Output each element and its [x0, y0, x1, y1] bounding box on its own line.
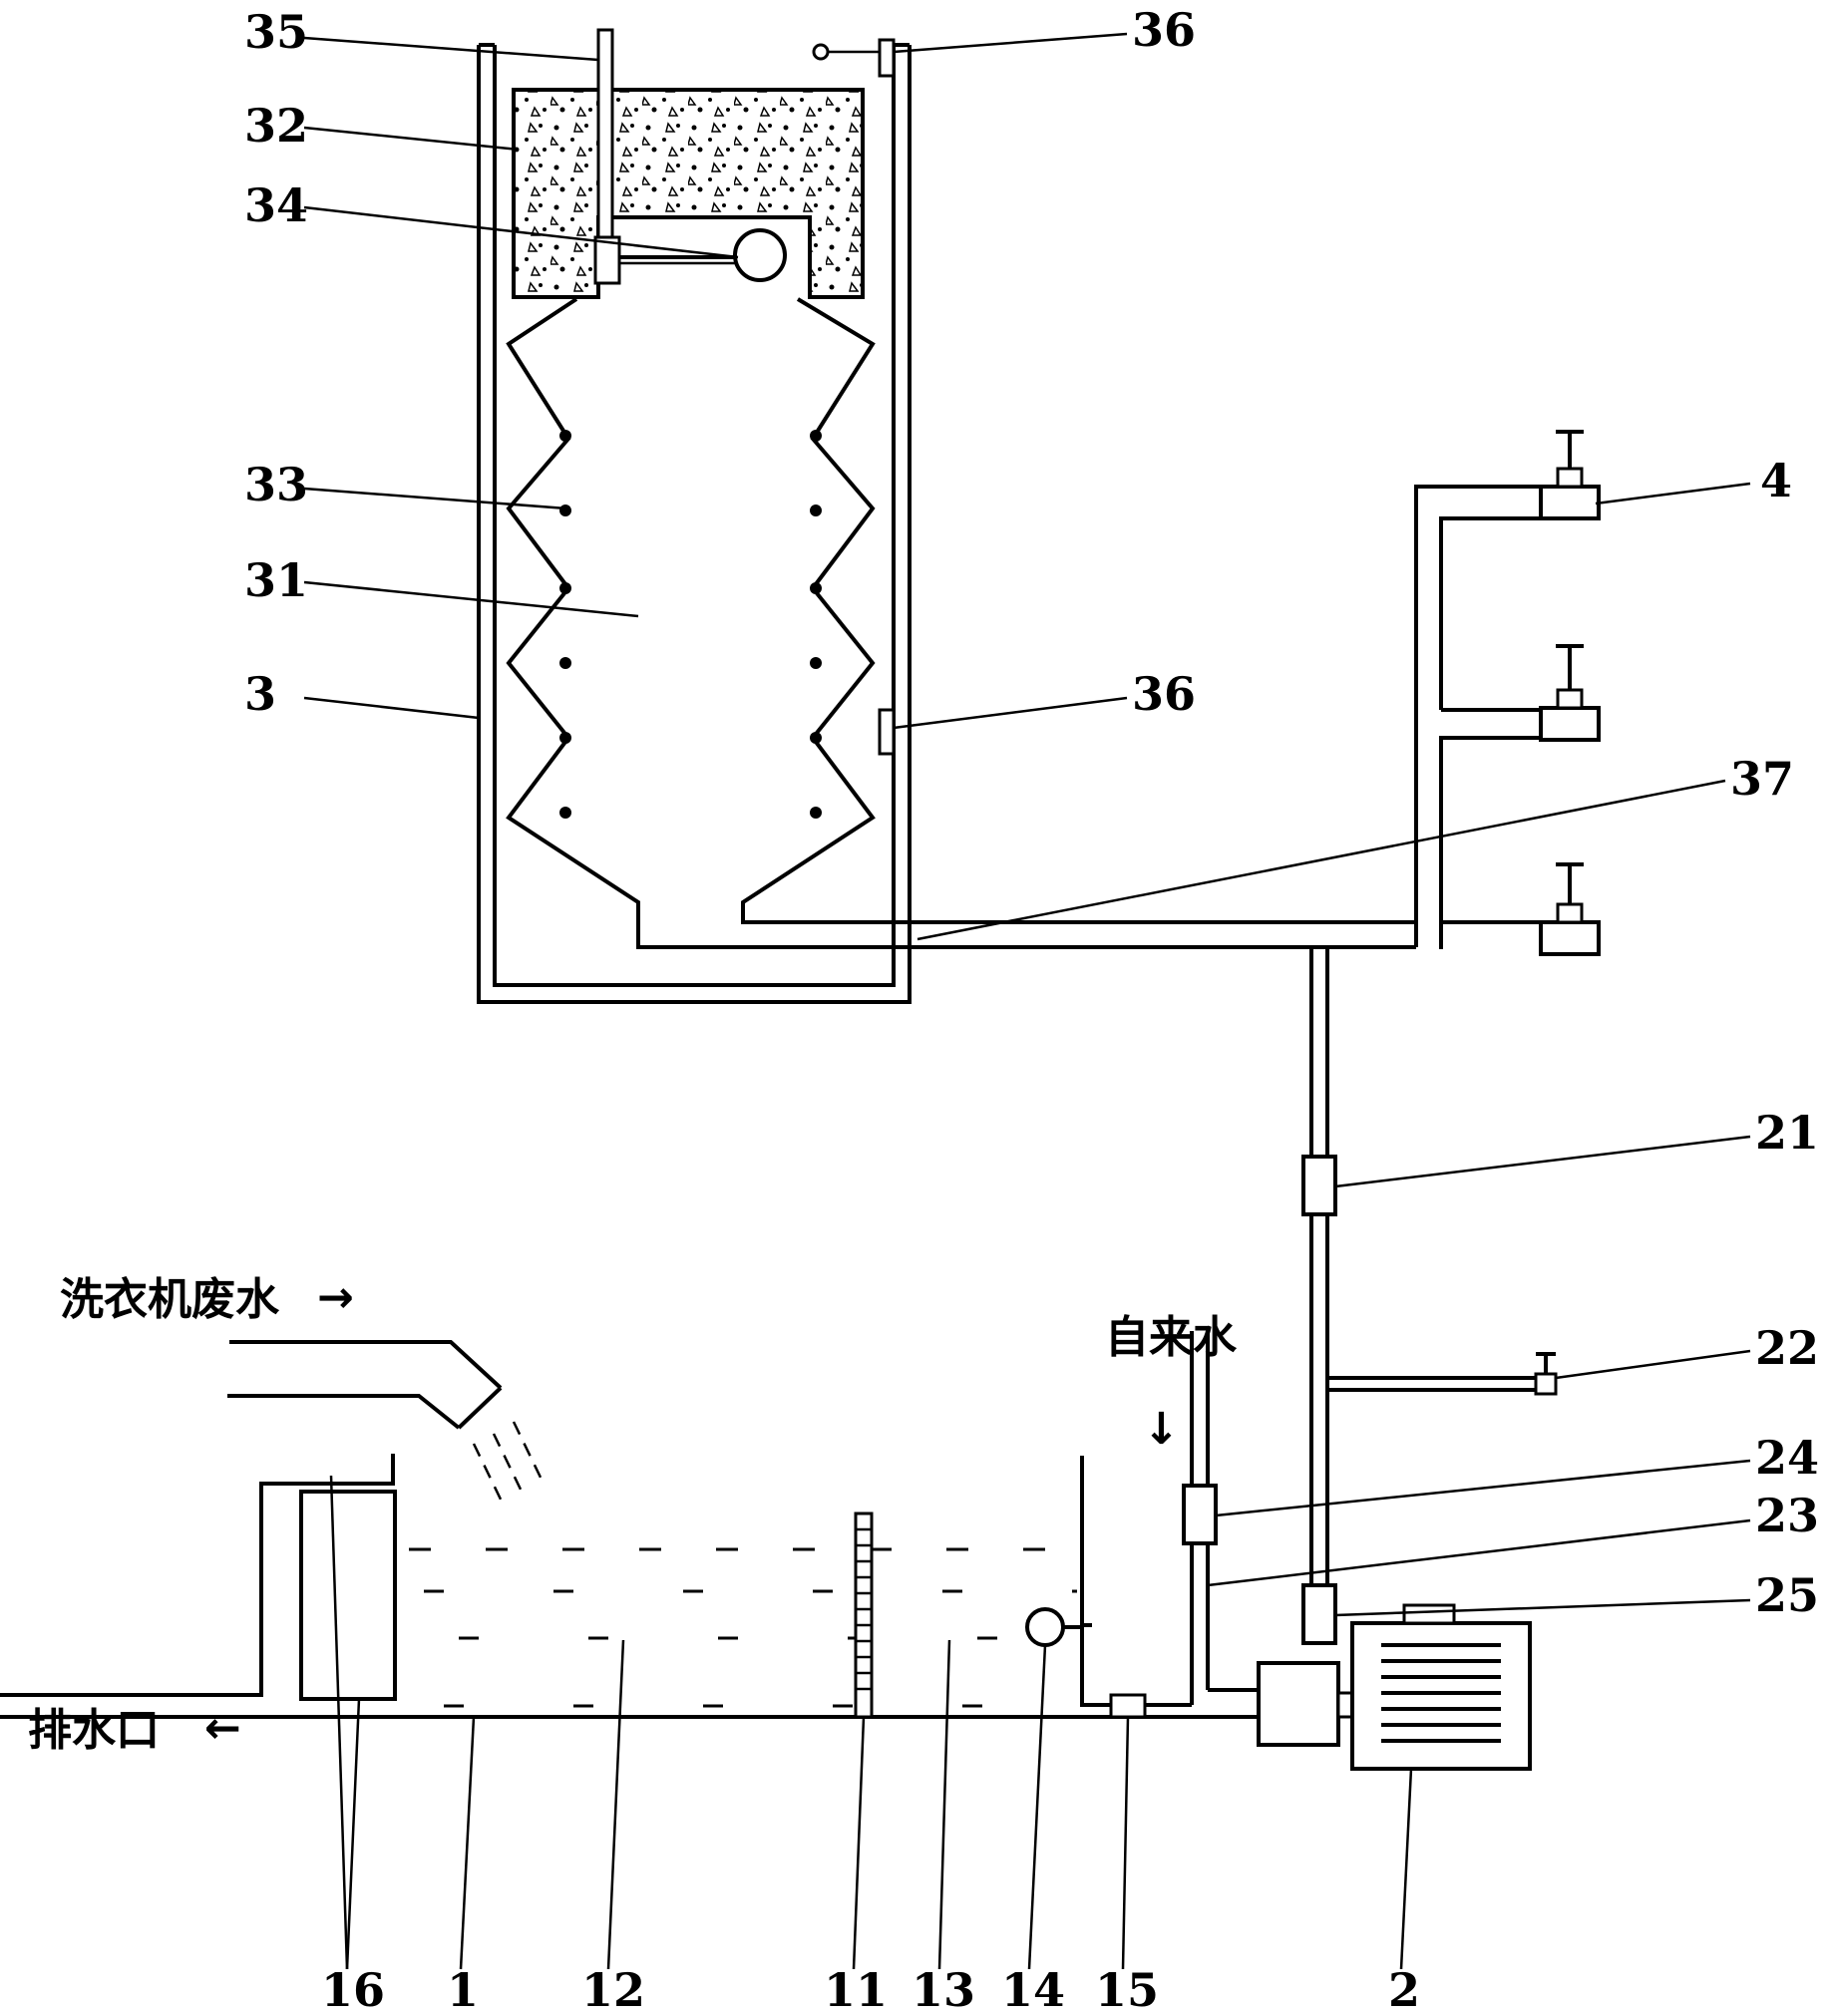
label-1: 1	[447, 1963, 479, 2016]
leader-lines	[303, 32, 1751, 1970]
filter-box-16	[299, 1490, 397, 1701]
label-34: 34	[244, 178, 308, 232]
drain-pipe	[0, 1454, 395, 1697]
tap-water-label: 自来水	[1105, 1312, 1238, 1363]
label-14: 14	[1001, 1963, 1065, 2016]
float-14	[1025, 1607, 1082, 1647]
label-13: 13	[912, 1963, 975, 2016]
label-36-top: 36	[1132, 3, 1196, 57]
water-surface	[409, 1547, 1077, 1708]
rod-35	[593, 28, 621, 285]
label-24: 24	[1755, 1431, 1819, 1485]
riser-pipe-23	[1309, 947, 1329, 1625]
label-33: 33	[244, 458, 308, 511]
valve-24	[1182, 1484, 1218, 1545]
label-22: 22	[1755, 1321, 1819, 1375]
label-21: 21	[1755, 1106, 1819, 1160]
label-15: 15	[1095, 1963, 1159, 2016]
filter-block-32	[512, 88, 865, 299]
sensor-36-side	[878, 708, 896, 756]
label-36-side: 36	[1132, 667, 1196, 721]
heating-coil-33	[506, 297, 1416, 949]
annotations: 洗衣机废水 → 自来水 ↓ 排水口 ←	[28, 1272, 1238, 1756]
valve-21	[1301, 1155, 1337, 1216]
label-3: 3	[244, 667, 276, 721]
float-34	[619, 228, 787, 282]
tap-4	[1539, 430, 1601, 956]
valve-25	[1301, 1583, 1337, 1645]
label-25: 25	[1755, 1568, 1819, 1622]
arrow-down-icon: ↓	[1143, 1404, 1180, 1455]
tank-3	[477, 43, 912, 1004]
manifold-37	[1414, 485, 1541, 949]
label-12: 12	[581, 1963, 645, 2016]
valve-15	[1109, 1693, 1147, 1719]
washer-waste-water-label: 洗衣机废水	[60, 1274, 280, 1325]
label-32: 32	[244, 99, 308, 153]
partition-11	[854, 1512, 874, 1719]
arrow-right-icon: →	[317, 1272, 354, 1323]
right-wall	[1080, 1456, 1145, 1707]
pump-2	[1257, 1603, 1532, 1771]
label-37: 37	[1730, 752, 1794, 806]
washer-inlet-pipe	[227, 1340, 546, 1507]
label-31: 31	[244, 553, 308, 607]
part-labels: 35 32 34 33 31 3 36 36 37 4 21 22 24 23 …	[244, 3, 1819, 2016]
label-23: 23	[1755, 1489, 1819, 1542]
label-4: 4	[1760, 454, 1792, 507]
tap-22	[1327, 1352, 1558, 1396]
label-2: 2	[1388, 1963, 1420, 2016]
arrow-left-icon: ←	[204, 1703, 241, 1754]
drain-outlet-label: 排水口	[28, 1705, 160, 1756]
label-35: 35	[244, 5, 308, 59]
label-16: 16	[321, 1963, 385, 2016]
sensor-36-top	[812, 38, 896, 78]
label-11: 11	[824, 1963, 888, 2016]
